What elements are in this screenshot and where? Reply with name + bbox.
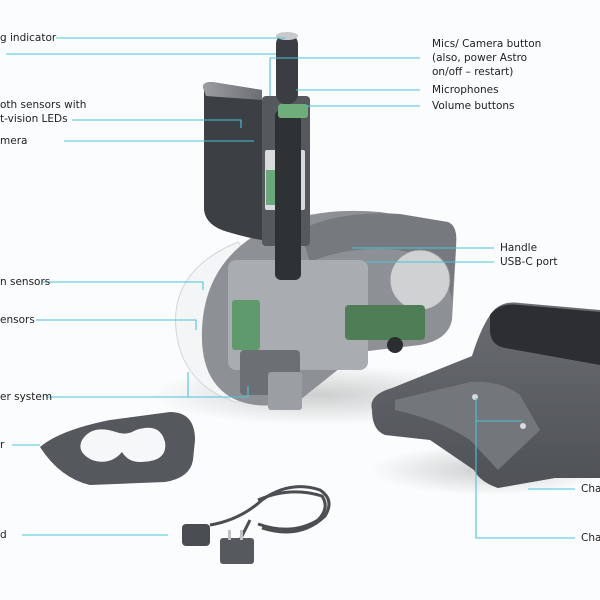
callout-lines [6, 37, 575, 539]
cord-connector [182, 524, 210, 546]
label-mics-button-line3: on/off – restart) [432, 66, 514, 78]
cord-plug [220, 538, 254, 564]
label-depth-sensors-line1: oth sensors with [0, 99, 87, 111]
label-camera: mera [0, 135, 28, 147]
label-usbc: USB-C port [500, 256, 558, 268]
robot-display [203, 82, 262, 240]
charging-contact-1 [472, 394, 478, 400]
label-handle: Handle [500, 242, 538, 254]
charging-contact-2 [520, 423, 526, 429]
label-sensors-2: ensors [0, 314, 35, 326]
power-cord [209, 485, 331, 541]
periscope-camera [276, 34, 298, 104]
label-indicator: g indicator [0, 32, 57, 44]
label-mics-button-line1: Mics/ Camera button [432, 38, 542, 50]
label-speaker: er system [0, 391, 53, 403]
label-mics-button-line2: (also, power Astro [432, 52, 528, 64]
label-charging-dock: Cha [581, 483, 600, 495]
label-sensors-1: n sensors [0, 276, 51, 288]
label-depth-sensors-line2: t-vision LEDs [0, 113, 68, 125]
label-cord: d [0, 529, 7, 541]
robot-top-tray [300, 213, 457, 300]
label-charging-contacts: Cha [581, 532, 600, 544]
robot-mechanics [228, 260, 368, 370]
label-microphones: Microphones [432, 84, 499, 96]
label-volume: Volume buttons [432, 100, 515, 112]
label-mat: r [0, 439, 5, 451]
